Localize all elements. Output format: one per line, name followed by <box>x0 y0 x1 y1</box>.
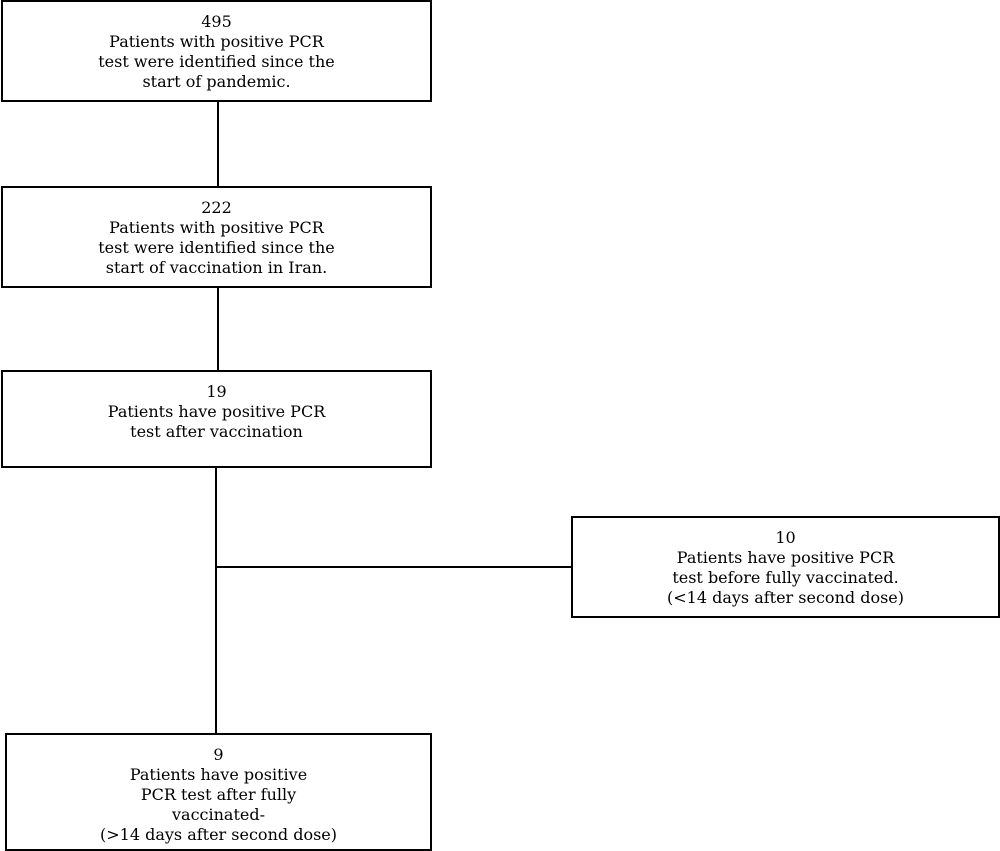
box-9-after-fully-vaccinated: 9 Patients have positive PCR test after … <box>5 733 432 851</box>
box-count: 222 <box>201 198 232 217</box>
box-10-before-fully-vaccinated: 10 Patients have positive PCR test befor… <box>571 516 1000 618</box>
box-count: 495 <box>201 12 232 31</box>
connector-495-to-222 <box>217 102 219 186</box>
box-count: 19 <box>206 382 227 401</box>
box-text-line: PCR test after fully <box>140 785 297 804</box>
box-495-pandemic: 495 Patients with positive PCR test were… <box>1 0 432 102</box>
connector-branch-to-10 <box>217 566 571 568</box>
box-19-after-vaccination: 19 Patients have positive PCR test after… <box>1 370 432 468</box>
box-text-line: start of pandemic. <box>142 72 291 91</box>
box-text-line: (>14 days after second dose) <box>99 825 337 844</box>
box-222-vaccination-start: 222 Patients with positive PCR test were… <box>1 186 432 288</box>
box-count: 9 <box>213 745 224 764</box>
box-count: 10 <box>775 528 796 547</box>
box-text-line: test were identified since the <box>98 52 335 71</box>
box-text-line: vaccinated- <box>171 805 265 824</box>
box-text-line: start of vaccination in Iran. <box>105 258 328 277</box>
connector-222-to-19 <box>217 288 219 370</box>
box-text-line: test before fully vaccinated. <box>672 568 899 587</box>
box-text-line: Patients have positive PCR <box>107 402 326 421</box>
box-text-line: Patients with positive PCR <box>109 218 324 237</box>
box-text-line: test were identified since the <box>98 238 335 257</box>
box-text-line: (<14 days after second dose) <box>666 588 904 607</box>
box-text-line: Patients have positive <box>129 765 308 784</box>
connector-19-to-9 <box>215 468 217 733</box>
box-text-line: test after vaccination <box>130 422 303 441</box>
box-text-line: Patients with positive PCR <box>109 32 324 51</box>
box-text-line: Patients have positive PCR <box>676 548 895 567</box>
